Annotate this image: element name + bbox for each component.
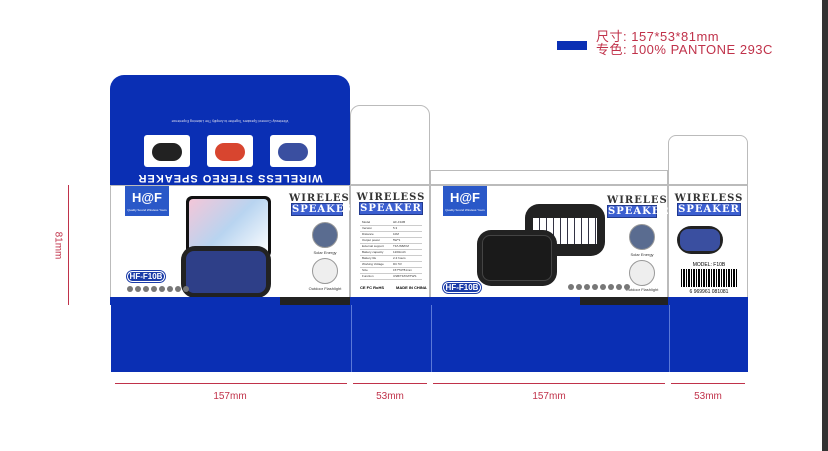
top-flap-subtitle: Wirelessly Connect Speakers Together to … — [171, 119, 289, 123]
feature-label: Solar Energy — [313, 250, 337, 255]
spec-row: Battery capacity 1200mAh — [360, 250, 422, 256]
size-spec: 尺寸: 157*53*81mm — [596, 29, 720, 44]
solar-energy-icon — [312, 222, 338, 248]
end-dust-flap — [668, 135, 748, 185]
feature-label: Outdoor Flashlight — [308, 286, 342, 291]
model-badge: HF-F10B — [127, 271, 165, 282]
panel-bottom-strip — [110, 297, 748, 305]
height-label: 81mm — [52, 231, 64, 260]
width-label: 157mm — [532, 391, 566, 402]
back-title-line2: SPEAKER — [607, 205, 670, 218]
color-spec: 专色: 100% PANTONE 293C — [596, 42, 773, 57]
strip-accent — [580, 297, 668, 305]
feature-icons-row — [127, 286, 189, 292]
end-title-line2: SPEAKER — [677, 203, 741, 216]
width-label: 157mm — [213, 391, 247, 402]
flashlight-icon — [629, 260, 655, 286]
variant-card-red — [207, 135, 253, 167]
pantone-swatch — [557, 41, 587, 50]
spec-row: Function USB/TF/FM/TWS — [360, 274, 422, 280]
spec-row: Working Voltage DC 5V — [360, 262, 422, 268]
model-label: MODEL: F10B — [692, 262, 726, 268]
window-edge — [822, 0, 828, 451]
spec-cell: Output power — [362, 238, 381, 242]
flashlight-icon — [312, 258, 338, 284]
feature-label: Outdoor Flashlight — [625, 287, 659, 292]
spec-row: Distance 10M — [360, 232, 422, 238]
spec-cell: 10M — [393, 232, 399, 236]
height-dimension-line — [68, 185, 69, 305]
solar-energy-icon — [629, 224, 655, 250]
spec-cell: Version — [362, 226, 373, 230]
spec-cell: 157*53*81mm — [393, 268, 413, 272]
spec-row: Output power 5W*1 — [360, 238, 422, 244]
spec-cell: Battery life — [362, 256, 377, 260]
dim-line — [671, 383, 745, 384]
spec-row: Model HF-F10B — [360, 220, 422, 226]
spec-cell: Battery capacity — [362, 250, 384, 254]
width-label: 53mm — [694, 391, 722, 402]
spec-row: Size 157*53*81mm — [360, 268, 422, 274]
back-title-line1: WIRELESS — [607, 195, 676, 206]
spec-row: Battery life 2-3 hours — [360, 256, 422, 262]
spec-cell: Model — [362, 220, 371, 224]
glue-flap — [430, 170, 668, 185]
top-flap-title: WIRELESS STEREO SPEAKER — [137, 172, 323, 184]
spec-cell: TF/USB/FM — [393, 244, 409, 248]
end-panel: WIRELESS SPEAKER MODEL: F10B 6 969961 08… — [668, 185, 748, 305]
dim-line — [353, 383, 427, 384]
barcode — [681, 269, 737, 287]
side-title-line1: WIRELESS — [356, 192, 426, 203]
speaker-image — [677, 226, 723, 254]
spec-cell: 5W*1 — [393, 238, 401, 242]
spec-cell: 1200mAh — [393, 250, 406, 254]
spec-cell: Function — [362, 274, 374, 278]
model-badge: HF-F10B — [443, 282, 481, 293]
variant-card-black — [144, 135, 190, 167]
spec-cell: 5.3 — [393, 226, 398, 230]
strip-accent — [280, 297, 350, 305]
speaker-image — [477, 230, 557, 286]
variant-card-blue — [270, 135, 316, 167]
bottom-flaps — [110, 305, 748, 372]
spec-cell: DC 5V — [393, 262, 402, 266]
top-flap: WIRELESS STEREO SPEAKER Wirelessly Conne… — [110, 75, 350, 187]
barcode-number: 6 969961 081081 — [689, 289, 729, 295]
cert-marks: CE FC RoHS — [360, 285, 384, 290]
spec-row: Version 5.3 — [360, 226, 422, 232]
spec-cell: External support — [362, 244, 384, 248]
made-in: MADE IN CHINA — [396, 285, 427, 290]
spec-cell: USB/TF/FM/TWS — [393, 274, 417, 278]
front-title-line1: WIRELESS — [289, 193, 358, 204]
side-title-line2: SPEAKER — [359, 202, 423, 215]
spec-row: External support TF/USB/FM — [360, 244, 422, 250]
spec-cell: HF-F10B — [393, 220, 406, 224]
spec-cell: Size — [362, 268, 368, 272]
side-dust-flap — [350, 105, 430, 185]
dim-line — [115, 383, 347, 384]
end-title-line1: WIRELESS — [674, 193, 744, 204]
spec-cell: Distance — [362, 232, 374, 236]
dim-line — [433, 383, 665, 384]
speaker-image — [181, 246, 271, 298]
feature-label: Solar Energy — [630, 252, 654, 257]
width-label: 53mm — [376, 391, 404, 402]
spec-cell: 2-3 hours — [393, 256, 406, 260]
feature-icons-row — [568, 284, 630, 290]
spec-cell: Working Voltage — [362, 262, 384, 266]
front-title-line2: SPEAKER — [291, 203, 354, 216]
